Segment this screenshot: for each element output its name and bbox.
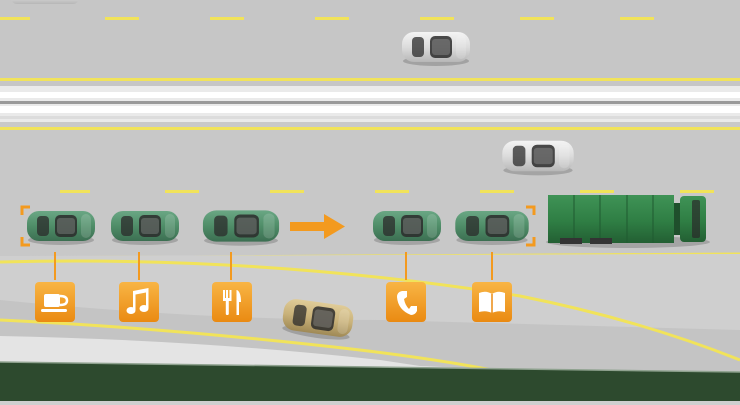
grass-verge [0,362,740,401]
platoon-car-1 [27,211,95,245]
lead-truck [546,195,710,248]
lower-edge-line [0,127,740,130]
silver-car-top-left [11,0,79,4]
silver-car-overtaking [502,140,574,176]
platoon-car-2 [111,211,179,245]
open-book-icon [472,282,512,322]
platoon-car-3 [202,210,280,246]
top-edge-line [0,78,740,81]
lower-dashed-lane [60,190,714,193]
music-note-icon [119,282,159,322]
join-arrow [290,214,345,239]
platoon-car-4 [373,211,441,245]
fork-knife-icon [212,282,252,322]
top-dashed-lane [0,17,654,20]
platoon-car-5 [455,211,529,245]
median-divider [0,86,740,122]
silver-car-top-lane [402,32,470,66]
platoon-bracket-left [20,205,30,247]
platoon-bracket-right [526,205,536,247]
phone-icon [386,282,426,322]
icon-connectors [54,252,493,280]
coffee-cup-icon [35,282,75,322]
